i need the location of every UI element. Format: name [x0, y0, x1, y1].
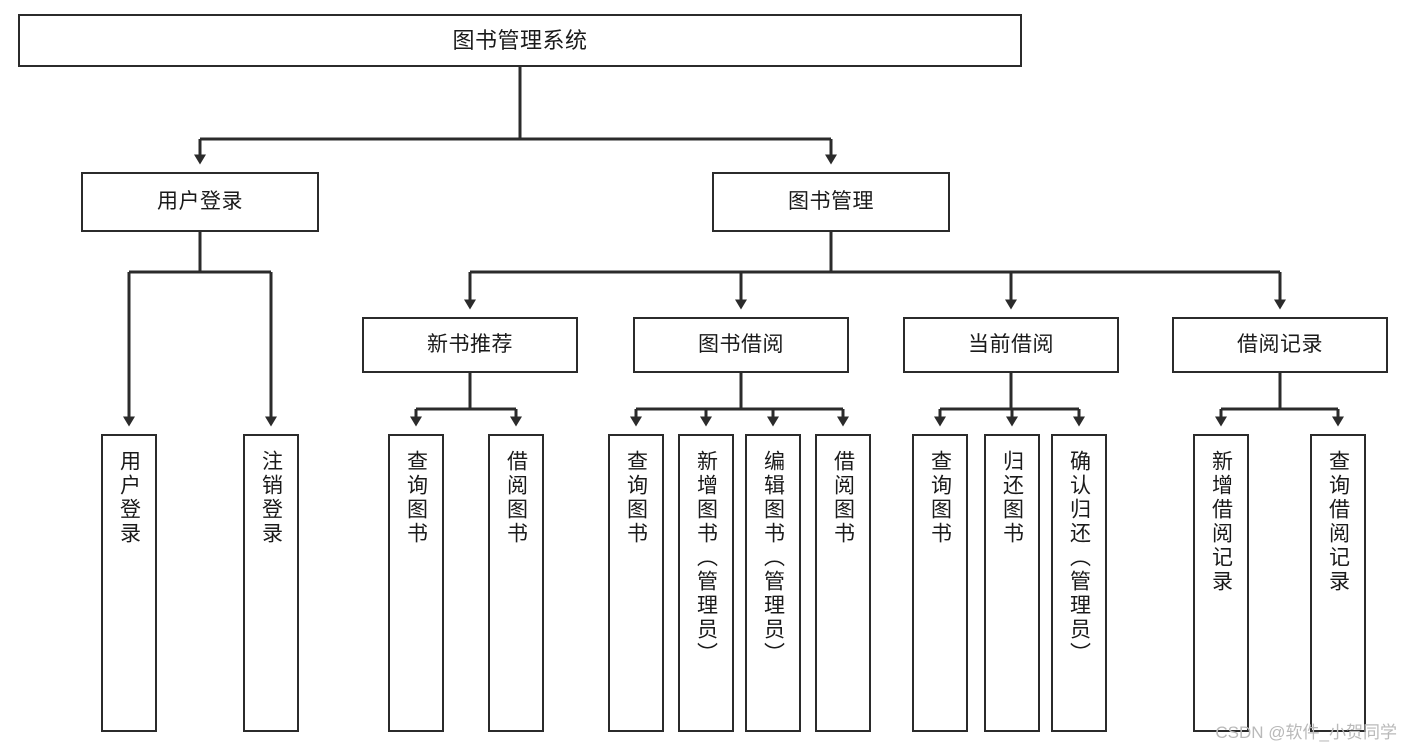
- node-leaf-user-logout[interactable]: 注销登录: [243, 434, 299, 732]
- node-leaf-user-login-label: 用户登录: [117, 450, 141, 546]
- node-leaf-query-book-1[interactable]: 查询图书: [388, 434, 444, 732]
- node-leaf-edit-book-label: 编辑图书（管理员）: [761, 450, 785, 666]
- node-leaf-add-record[interactable]: 新增借阅记录: [1193, 434, 1249, 732]
- node-book-borrow-label: 图书借阅: [698, 332, 784, 356]
- node-leaf-query-book-3[interactable]: 查询图书: [912, 434, 968, 732]
- node-leaf-query-record[interactable]: 查询借阅记录: [1310, 434, 1366, 732]
- node-book-admin-label: 图书管理: [788, 189, 874, 213]
- node-new-book-recommend-label: 新书推荐: [427, 332, 513, 356]
- node-leaf-query-book-2[interactable]: 查询图书: [608, 434, 664, 732]
- node-borrow-record-label: 借阅记录: [1237, 332, 1323, 356]
- node-leaf-query-book-1-label: 查询图书: [404, 450, 428, 546]
- node-current-borrow[interactable]: 当前借阅: [903, 317, 1119, 373]
- node-leaf-confirm-return[interactable]: 确认归还（管理员）: [1051, 434, 1107, 732]
- node-user-login[interactable]: 用户登录: [81, 172, 319, 232]
- node-user-login-label: 用户登录: [157, 189, 243, 213]
- node-leaf-borrow-book-2[interactable]: 借阅图书: [815, 434, 871, 732]
- node-leaf-query-record-label: 查询借阅记录: [1326, 450, 1350, 594]
- node-leaf-add-book[interactable]: 新增图书（管理员）: [678, 434, 734, 732]
- node-current-borrow-label: 当前借阅: [968, 332, 1054, 356]
- node-leaf-confirm-return-label: 确认归还（管理员）: [1067, 450, 1091, 666]
- node-leaf-user-logout-label: 注销登录: [259, 450, 283, 546]
- node-leaf-add-record-label: 新增借阅记录: [1209, 450, 1233, 594]
- csdn-watermark: CSDN @软件_小贺同学: [1215, 723, 1397, 742]
- node-leaf-edit-book[interactable]: 编辑图书（管理员）: [745, 434, 801, 732]
- node-book-borrow[interactable]: 图书借阅: [633, 317, 849, 373]
- node-root-label: 图书管理系统: [452, 27, 588, 53]
- node-book-admin[interactable]: 图书管理: [712, 172, 950, 232]
- node-leaf-return-book-label: 归还图书: [1000, 450, 1024, 546]
- node-leaf-borrow-book-1[interactable]: 借阅图书: [488, 434, 544, 732]
- node-leaf-add-book-label: 新增图书（管理员）: [694, 450, 718, 666]
- node-root[interactable]: 图书管理系统: [18, 14, 1022, 67]
- node-leaf-borrow-book-1-label: 借阅图书: [504, 450, 528, 546]
- node-leaf-return-book[interactable]: 归还图书: [984, 434, 1040, 732]
- node-leaf-borrow-book-2-label: 借阅图书: [831, 450, 855, 546]
- node-new-book-recommend[interactable]: 新书推荐: [362, 317, 578, 373]
- node-borrow-record[interactable]: 借阅记录: [1172, 317, 1388, 373]
- node-leaf-query-book-3-label: 查询图书: [928, 450, 952, 546]
- node-leaf-query-book-2-label: 查询图书: [624, 450, 648, 546]
- node-leaf-user-login[interactable]: 用户登录: [101, 434, 157, 732]
